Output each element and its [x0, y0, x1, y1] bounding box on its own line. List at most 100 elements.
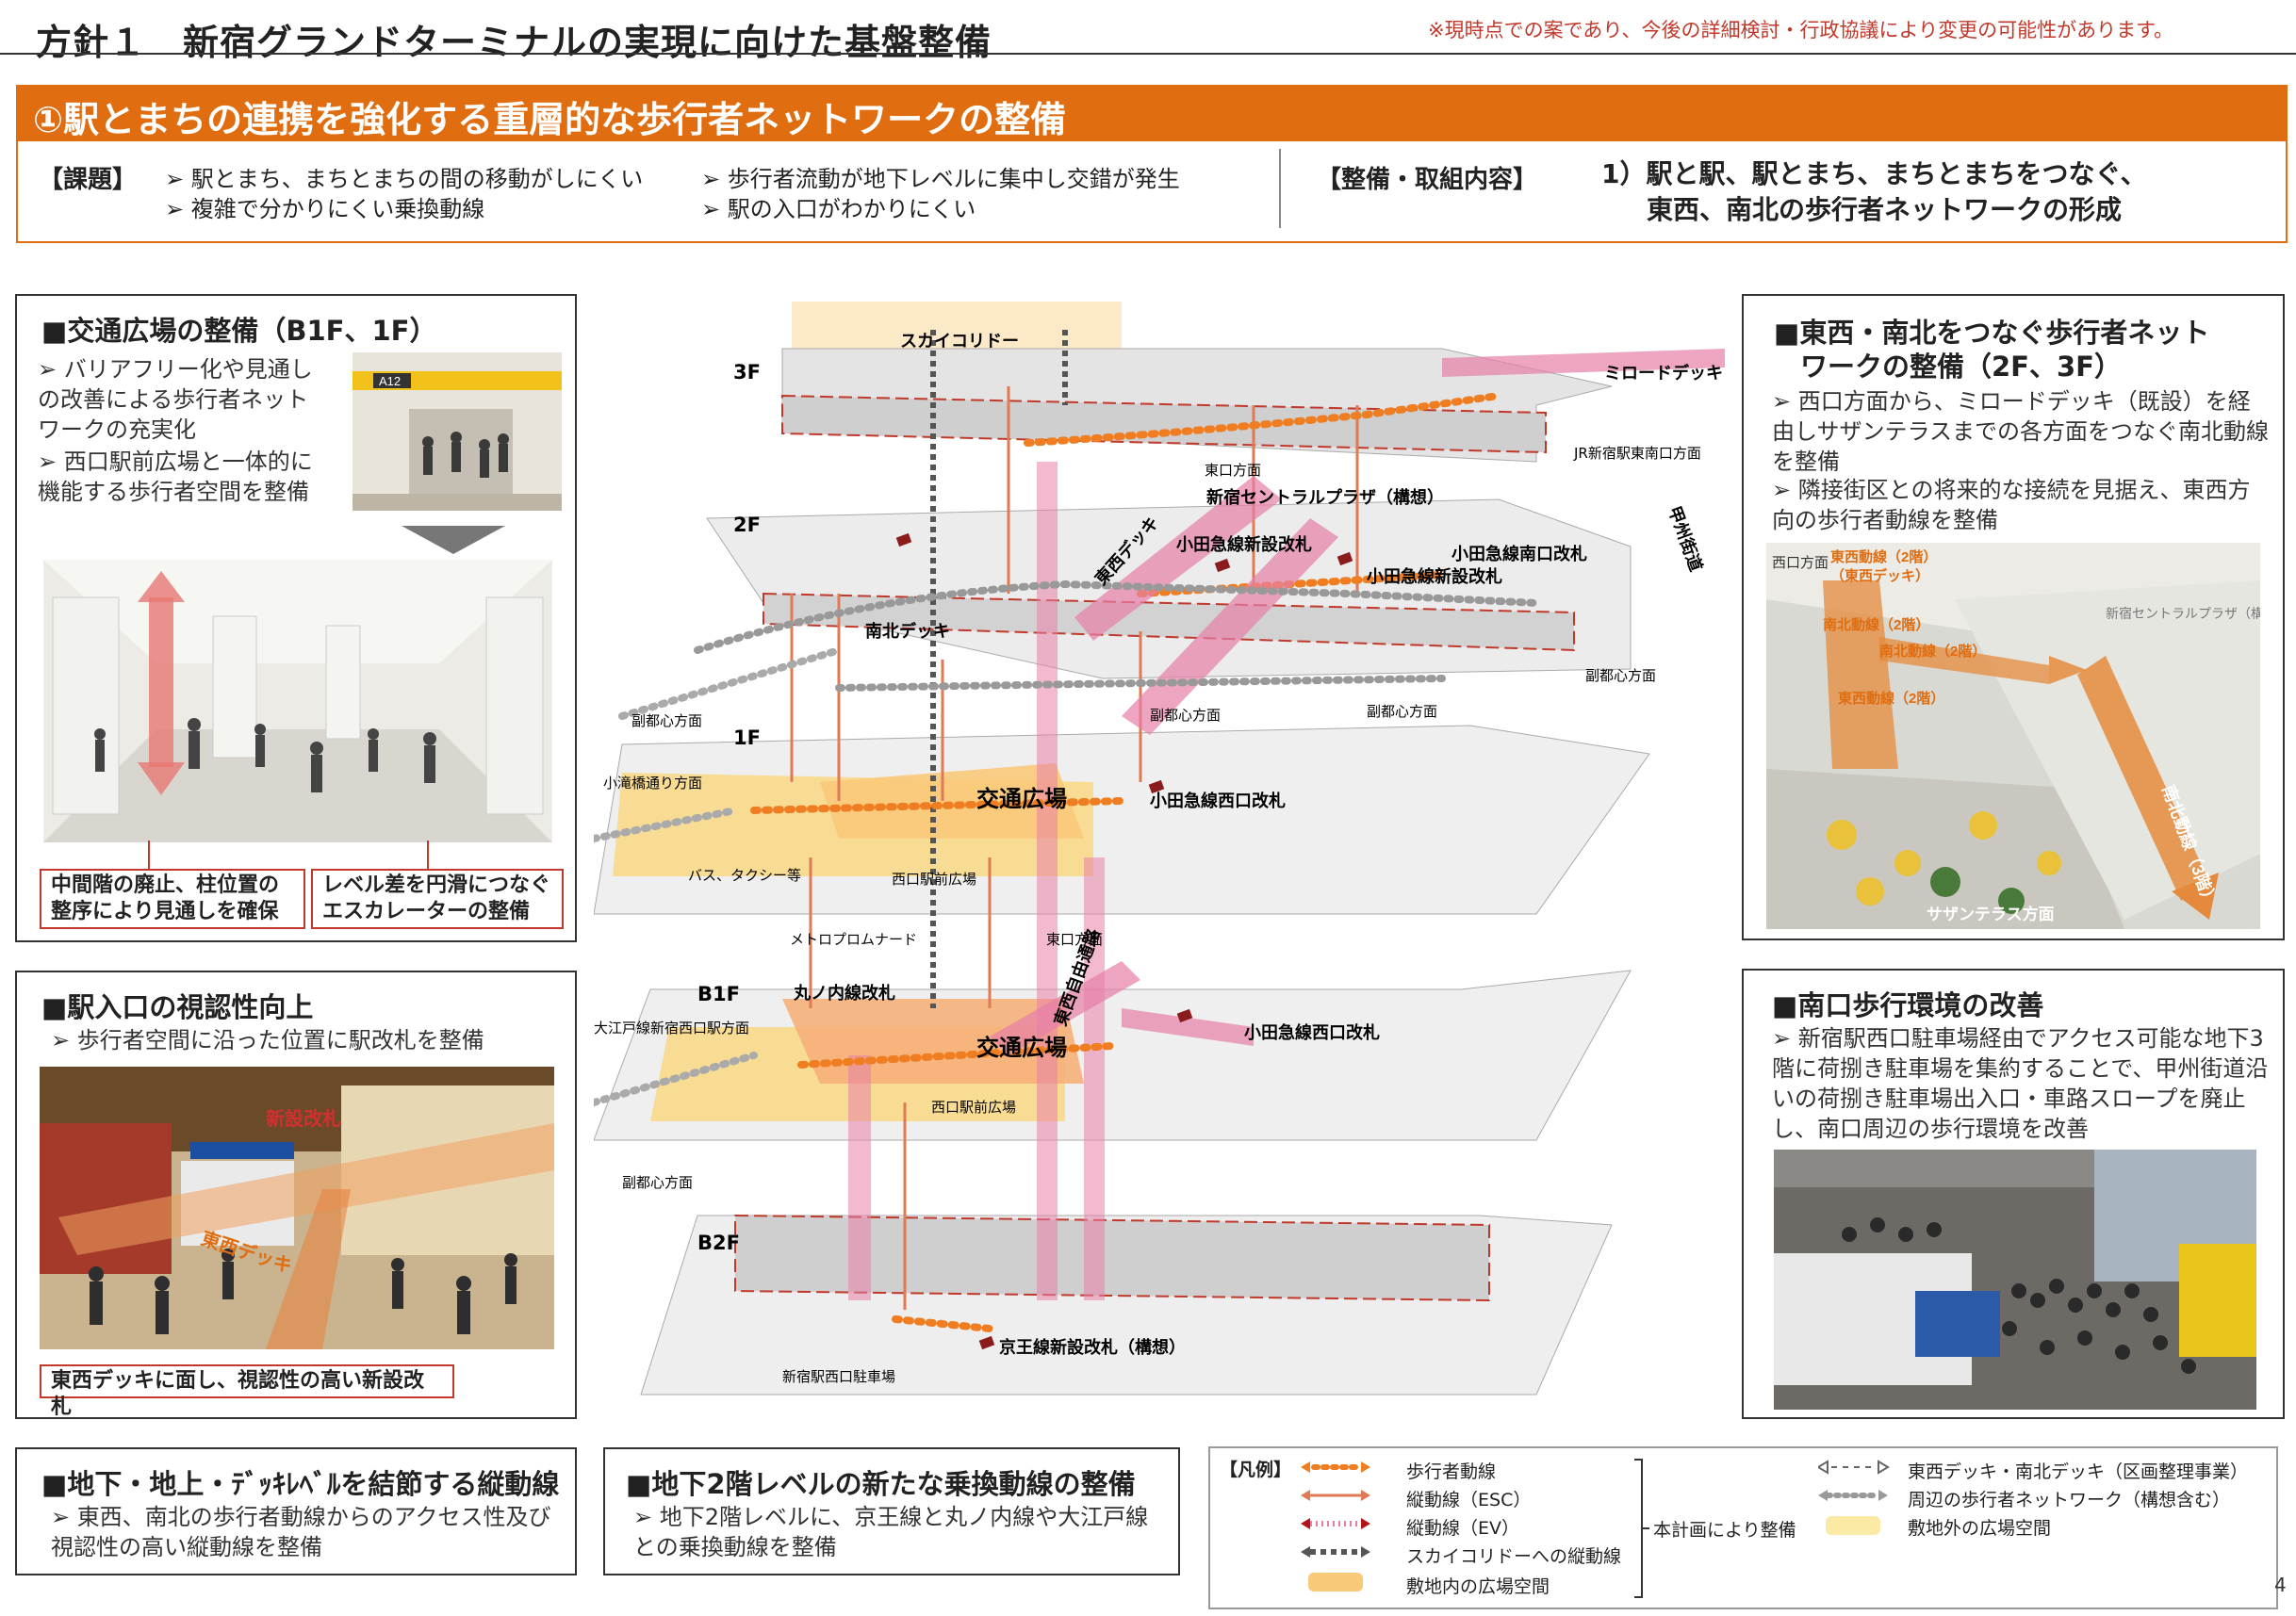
- network-render-photo: 西口方面 東西動線（2階） （東西デッキ） 南北動線（2階） 南北動線（2階） …: [1766, 543, 2260, 929]
- section-banner: ①駅とまちの連携を強化する重層的な歩行者ネットワークの整備: [16, 85, 2288, 141]
- panel-title: ■駅入口の視認性向上: [41, 991, 314, 1023]
- issues-divider: [1279, 149, 1281, 228]
- diagram-label: 丸ノ内線改札: [793, 983, 895, 1004]
- ev-vertical: [1084, 857, 1105, 1300]
- floor-1f-slab: [594, 725, 1650, 915]
- panel-plaza: ■交通広場の整備（B1F、1F） ➢ バリアフリー化や見通しの改善による歩行者ネ…: [15, 294, 577, 942]
- milord-route: [1442, 349, 1725, 377]
- entrance-render-photo: 新設改札 東西デッキ: [40, 1067, 554, 1349]
- diagram-label: 副都心方面: [1585, 667, 1656, 684]
- legend-item: 縦動線（ESC）: [1406, 1490, 1532, 1510]
- panel-network: ■東西・南北をつなぐ歩行者ネット ワークの整備（2F、3F） ➢ 西口方面から、…: [1742, 294, 2285, 940]
- sign-label: A12: [379, 374, 401, 388]
- diagram-label: 副都心方面: [1150, 707, 1221, 724]
- onsite-plaza-icon: [1308, 1573, 1363, 1592]
- photo-label: 東西動線（2階）: [1838, 690, 1944, 707]
- route-b1f: [797, 1042, 1116, 1069]
- issues-heading: 【課題】: [39, 166, 138, 194]
- bullet-text: ➢ 新宿駅西口駐車場経由でアクセス可能な地下3階に荷捌き駐車場を集約することで、…: [1772, 1025, 2269, 1142]
- bullet-text: ➢ 歩行者空間に沿った位置に駅改札を整備: [51, 1027, 484, 1053]
- measures-text: 1）駅と駅、駅とまち、まちとまちをつなぐ、 東西、南北の歩行者ネットワークの形成: [1601, 156, 2147, 228]
- panel-title: ■地下・地上・ﾃﾞｯｷﾚﾍﾞﾙを結節する縦動線: [41, 1468, 560, 1500]
- peripheral-network: [594, 1052, 758, 1106]
- diagram-label: 小滝橋通り方面: [603, 775, 702, 792]
- diagram-label: 新宿セントラルプラザ（構想）: [1206, 487, 1444, 508]
- floor-3f-slab: [781, 348, 1613, 463]
- down-arrow-icon: [402, 526, 505, 554]
- legend-symbols-right: [1818, 1460, 1890, 1535]
- diagram-label: 南北デッキ: [865, 621, 950, 642]
- diagram-label: 大江戸線新宿西口駅方面: [594, 1020, 749, 1037]
- legend-item: 敷地内の広場空間: [1406, 1576, 1550, 1597]
- network-illustration: 西口方面 東西動線（2階） （東西デッキ） 南北動線（2階） 南北動線（2階） …: [1766, 543, 2260, 929]
- station-entrance-illustration: A12: [353, 352, 562, 511]
- peripheral-route-icon: [1818, 1490, 1888, 1501]
- caption-sightline: 中間階の廃止、柱位置の整序により見通しを確保: [40, 869, 305, 929]
- panel-title: ■東西・南北をつなぐ歩行者ネット: [1774, 317, 2210, 349]
- ev-vertical: [1037, 462, 1058, 1300]
- issue-item: ➢ 複雑で分かりにくい乗換動線: [165, 196, 485, 222]
- page-number: 4: [2274, 1574, 2287, 1596]
- deck-route-icon: [1818, 1460, 1890, 1475]
- diagram-label: 副都心方面: [622, 1174, 693, 1191]
- header-divider: [0, 53, 2296, 55]
- photo-label: 東西動線（2階）: [1830, 548, 1937, 565]
- diagram-label: 小田急線南口改札: [1451, 544, 1587, 564]
- diagram-label: 京王線新設改札（構想）: [999, 1337, 1186, 1358]
- photo-label: 南北動線（2階）: [1823, 616, 1929, 633]
- legend-title: 【凡例】: [1220, 1460, 1292, 1480]
- photo-label: サザンテラス方面: [1927, 905, 2055, 923]
- ev-vertical: [848, 1055, 871, 1300]
- diagram-label: ミロードデッキ: [1604, 363, 1723, 384]
- pedestrian-route-icon: [1301, 1461, 1370, 1473]
- diagram-label: 副都心方面: [631, 712, 702, 729]
- panel-south: ■南口歩行環境の改善 ➢ 新宿駅西口駐車場経由でアクセス可能な地下3階に荷捌き駐…: [1742, 969, 2285, 1419]
- vertical-escalator-arrow-icon: [138, 571, 185, 795]
- issue-item: ➢ 歩行者流動が地下レベルに集中し交錯が発生: [701, 166, 1180, 192]
- bullet-text: ➢ 東西、南北の歩行者動線からのアクセス性及び視認性の高い縦動線を整備: [51, 1504, 551, 1560]
- station-entrance-photo: A12: [353, 352, 562, 511]
- ew-deck-route: [1074, 476, 1282, 641]
- esc-verticals: [790, 386, 1359, 1310]
- caption-new-gate: 東西デッキに面し、視認性の高い新設改札: [40, 1364, 454, 1419]
- legend-item: 縦動線（EV）: [1406, 1518, 1520, 1539]
- page-title: 方針１ 新宿グランドターミナルの実現に向けた基盤整備: [36, 22, 992, 63]
- panel-title: ワークの整備（2F、3F）: [1800, 351, 2122, 383]
- photo-label: （東西デッキ）: [1830, 567, 1929, 584]
- south-exit-illustration: [1774, 1150, 2256, 1410]
- bullet-text: ➢ 西口方面から、ミロードデッキ（既設）を経由しサザンテラスまでの各方面をつなぐ…: [1772, 388, 2270, 475]
- floor-b2f-slab: [640, 1214, 1613, 1396]
- caption-escalator: レベル差を円滑につなぐエスカレーターの整備: [311, 869, 564, 929]
- diagram-label: 小田急線西口改札: [1244, 1022, 1380, 1043]
- new-gate-label: 新設改札: [266, 1107, 341, 1130]
- measures-heading: 【整備・取組内容】: [1317, 166, 1538, 194]
- entrance-illustration: 新設改札 東西デッキ: [40, 1067, 554, 1349]
- photo-label: 南北動線（2階）: [1879, 643, 1986, 660]
- photo-label: 新宿セントラルプラザ（構想）: [2106, 606, 2260, 621]
- station-section-diagram: 3F 2F 1F B1F B2F スカイコリドー ミロードデッキ JR新宿駅東南…: [594, 302, 1725, 1396]
- measures-line: 東西、南北の歩行者ネットワークの形成: [1647, 194, 2123, 225]
- route-3f: [1024, 392, 1502, 447]
- panel-title: ■地下2階レベルの新たな乗換動線の整備: [626, 1468, 1136, 1500]
- floor-label: 2F: [733, 514, 761, 536]
- legend-item: 敷地外の広場空間: [1908, 1518, 2052, 1539]
- diagram-label: 西口駅前広場: [892, 871, 976, 888]
- diagram-label: 副都心方面: [1367, 703, 1437, 720]
- sky-corridor-route-icon: [1301, 1546, 1370, 1558]
- route-b2f: [892, 1315, 993, 1332]
- legend-item: 周辺の歩行者ネットワーク（構想含む）: [1908, 1490, 2231, 1510]
- disclaimer-note: ※現時点での案であり、今後の詳細検討・行政協議により変更の可能性があります。: [1428, 19, 2174, 41]
- diagram-label: 甲州街道: [1664, 503, 1706, 574]
- issue-item: ➢ 駅とまち、まちとまちの間の移動がしにくい: [165, 166, 644, 192]
- concourse-render-photo: [43, 560, 552, 842]
- peripheral-network: [835, 675, 1446, 692]
- diagram-label: 西口駅前広場: [931, 1099, 1016, 1116]
- offsite-plaza-icon: [1826, 1516, 1880, 1535]
- diagram-label: 新宿駅西口駐車場: [782, 1368, 895, 1385]
- peripheral-network: [594, 807, 739, 842]
- ev-route-icon: [1301, 1518, 1370, 1529]
- concourse-illustration: [43, 560, 552, 842]
- issues-box: 【課題】 ➢ 駅とまち、まちとまちの間の移動がしにくい ➢ 複雑で分かりにくい乗…: [16, 141, 2288, 243]
- south-exit-photo: [1774, 1150, 2256, 1410]
- panel-b2: ■地下2階レベルの新たな乗換動線の整備 ➢ 地下2階レベルに、京王線と丸ノ内線や…: [603, 1447, 1180, 1575]
